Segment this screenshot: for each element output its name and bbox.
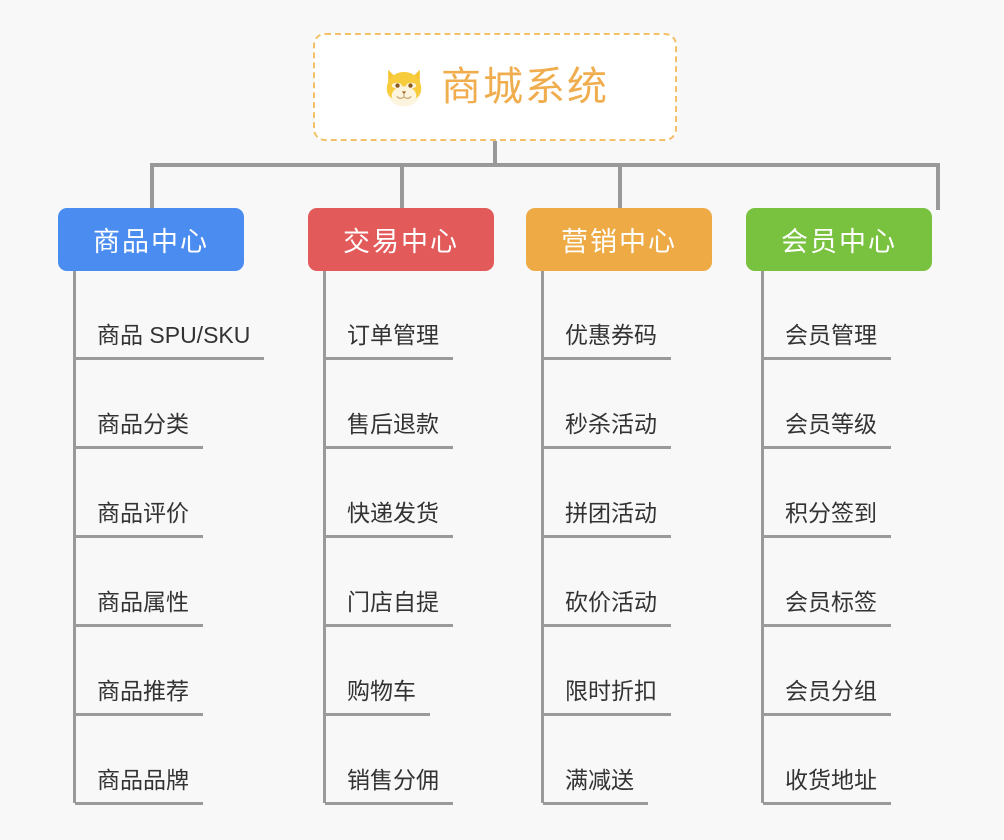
leaf-label: 快递发货: [347, 499, 453, 538]
leaf-list-trade-center: 订单管理 售后退款 快递发货 门店自提 购物车 销售分佣: [308, 271, 528, 805]
list-item[interactable]: 商品推荐: [75, 627, 308, 716]
connector-drop-marketing-center: [618, 163, 622, 210]
leaf-label: 会员等级: [785, 410, 891, 449]
leaf-label: 商品 SPU/SKU: [97, 321, 265, 360]
leaf-label: 商品分类: [97, 410, 203, 449]
list-item[interactable]: 商品属性: [75, 538, 308, 627]
root-node[interactable]: 商城系统: [313, 33, 677, 141]
leaf-list-product-center: 商品 SPU/SKU 商品分类 商品评价 商品属性 商品推荐 商品品牌: [58, 271, 308, 805]
leaf-list-marketing-center: 优惠券码 秒杀活动 拼团活动 砍价活动 限时折扣 满减送: [526, 271, 746, 805]
category-header-product-center[interactable]: 商品中心: [58, 208, 244, 271]
list-item[interactable]: 商品分类: [75, 360, 308, 449]
list-item[interactable]: 商品品牌: [75, 716, 308, 805]
leaf-label: 会员管理: [785, 321, 891, 360]
branch-member-center: 会员中心 会员管理 会员等级 积分签到 会员标签 会员分组 收货地址: [746, 208, 966, 805]
list-item[interactable]: 优惠券码: [543, 271, 746, 360]
category-header-member-center[interactable]: 会员中心: [746, 208, 932, 271]
root-title: 商城系统: [441, 65, 609, 109]
leaf-list-member-center: 会员管理 会员等级 积分签到 会员标签 会员分组 收货地址: [746, 271, 966, 805]
leaf-label: 购物车: [347, 677, 430, 716]
leaf-label: 会员分组: [785, 677, 891, 716]
leaf-label: 满减送: [565, 766, 648, 805]
connector-root-stem: [493, 141, 497, 167]
leaf-label: 商品评价: [97, 499, 203, 538]
category-title: 营销中心: [561, 227, 677, 257]
list-item[interactable]: 会员标签: [763, 538, 966, 627]
list-item[interactable]: 收货地址: [763, 716, 966, 805]
list-item[interactable]: 砍价活动: [543, 538, 746, 627]
list-item[interactable]: 商品 SPU/SKU: [75, 271, 308, 360]
branch-marketing-center: 营销中心 优惠券码 秒杀活动 拼团活动 砍价活动 限时折扣 满减送: [526, 208, 746, 805]
list-item[interactable]: 拼团活动: [543, 449, 746, 538]
leaf-label: 收货地址: [785, 766, 891, 805]
leaf-label: 售后退款: [347, 410, 453, 449]
list-item[interactable]: 商品评价: [75, 449, 308, 538]
connector-drop-member-center: [936, 163, 940, 210]
leaf-label: 秒杀活动: [565, 410, 671, 449]
leaf-label: 限时折扣: [565, 677, 671, 716]
list-item[interactable]: 积分签到: [763, 449, 966, 538]
list-item[interactable]: 销售分佣: [325, 716, 528, 805]
leaf-label: 会员标签: [785, 588, 891, 627]
leaf-label: 商品推荐: [97, 677, 203, 716]
leaf-label: 商品属性: [97, 588, 203, 627]
leaf-label: 订单管理: [347, 321, 453, 360]
leaf-label: 积分签到: [785, 499, 891, 538]
branch-trade-center: 交易中心 订单管理 售后退款 快递发货 门店自提 购物车 销售分佣: [308, 208, 528, 805]
branch-product-center: 商品中心 商品 SPU/SKU 商品分类 商品评价 商品属性 商品推荐 商品品牌: [58, 208, 308, 805]
leaf-label: 优惠券码: [565, 321, 671, 360]
list-item[interactable]: 满减送: [543, 716, 746, 805]
category-title: 交易中心: [343, 227, 459, 257]
connector-horizontal-bus: [150, 163, 940, 167]
list-item[interactable]: 订单管理: [325, 271, 528, 360]
leaf-label: 拼团活动: [565, 499, 671, 538]
category-header-marketing-center[interactable]: 营销中心: [526, 208, 712, 271]
list-item[interactable]: 售后退款: [325, 360, 528, 449]
shiba-dog-face-icon: [386, 69, 422, 107]
list-item[interactable]: 门店自提: [325, 538, 528, 627]
list-item[interactable]: 会员分组: [763, 627, 966, 716]
leaf-label: 门店自提: [347, 588, 453, 627]
list-item[interactable]: 购物车: [325, 627, 528, 716]
list-item[interactable]: 快递发货: [325, 449, 528, 538]
leaf-label: 砍价活动: [565, 588, 671, 627]
category-header-trade-center[interactable]: 交易中心: [308, 208, 494, 271]
leaf-label: 销售分佣: [347, 766, 453, 805]
connector-drop-product-center: [150, 163, 154, 210]
list-item[interactable]: 会员管理: [763, 271, 966, 360]
category-title: 会员中心: [781, 227, 897, 257]
list-item[interactable]: 秒杀活动: [543, 360, 746, 449]
connector-drop-trade-center: [400, 163, 404, 210]
list-item[interactable]: 限时折扣: [543, 627, 746, 716]
leaf-label: 商品品牌: [97, 766, 203, 805]
category-title: 商品中心: [93, 227, 209, 257]
list-item[interactable]: 会员等级: [763, 360, 966, 449]
